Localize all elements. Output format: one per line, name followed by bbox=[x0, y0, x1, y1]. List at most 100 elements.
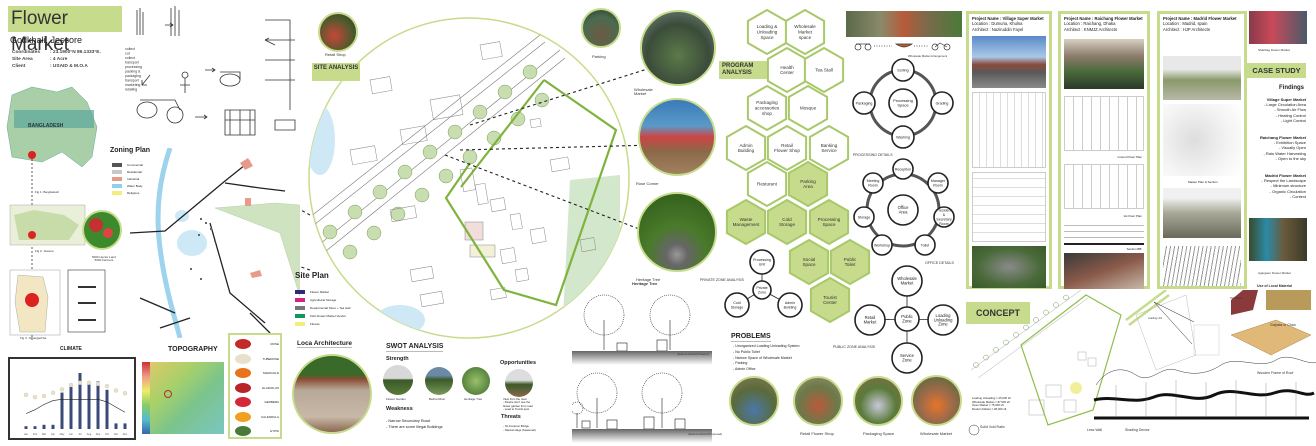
finding-item: - Large Circulation Area bbox=[1263, 102, 1306, 108]
finding-title: Raichang Flower Market bbox=[1259, 135, 1306, 140]
humidity-point bbox=[77, 380, 83, 385]
svg-text:Workshop: Workshop bbox=[874, 243, 890, 247]
rainfall-bar bbox=[69, 387, 73, 429]
building-footprint bbox=[514, 267, 530, 283]
case-photo-2 bbox=[1064, 253, 1144, 289]
building-footprint bbox=[474, 182, 489, 205]
tree-icon bbox=[462, 149, 478, 165]
hex-label: Resturant bbox=[757, 182, 778, 187]
rainfall-bar bbox=[96, 381, 100, 429]
legend-label: Fitness bbox=[310, 322, 320, 326]
strength-caption: Flower Garden bbox=[386, 397, 406, 401]
building-footprint bbox=[429, 94, 464, 120]
svg-text:Toilet: Toilet bbox=[921, 243, 929, 247]
photo-caption: Shahbag Flower Market bbox=[1258, 48, 1290, 52]
photo-local-architecture bbox=[292, 354, 372, 434]
processing-node: Grading bbox=[930, 91, 954, 115]
photo-agargaon bbox=[1249, 218, 1307, 261]
golpata-caption: Golpata or Chan bbox=[1270, 323, 1296, 327]
temperature-line bbox=[25, 398, 126, 414]
flower-item: TUBEROSE bbox=[233, 353, 279, 366]
month-tick: Oct bbox=[105, 433, 109, 436]
case-photo bbox=[1064, 39, 1144, 89]
flower-item: CALENDULA bbox=[233, 411, 279, 424]
finding-item: - Rain Water Harvesting bbox=[1263, 150, 1306, 156]
strength-caption: Heritage Tree bbox=[464, 397, 483, 401]
legend-swatch bbox=[295, 314, 305, 319]
public-zone-label: PUBLIC ZONE ANALYSIS bbox=[833, 345, 876, 349]
solid-void-caption: Solid Void Ratio bbox=[980, 425, 1005, 429]
building-footprint bbox=[529, 117, 542, 129]
legend-item: Residential bbox=[112, 169, 143, 176]
site-analysis-label: SITE ANALYSIS bbox=[312, 63, 360, 81]
problem-item: - Narrow Space of Wholesale Market bbox=[733, 355, 792, 360]
info-value: : 4 Acre bbox=[50, 57, 68, 62]
photo-caption: Wholesale Market bbox=[920, 431, 953, 436]
rainfall-bar bbox=[51, 424, 55, 429]
legend-swatch bbox=[295, 290, 305, 295]
location-maps bbox=[6, 86, 122, 340]
program-hex: Tea Stall bbox=[803, 46, 845, 94]
opp-line: flower garden from road bbox=[503, 403, 533, 408]
processing-node: Packaging bbox=[852, 91, 876, 115]
findings-title: Findings bbox=[1279, 85, 1304, 91]
building-footprint bbox=[509, 212, 523, 231]
flower-land-caption: 5000 Hector Land 6000 Farmers bbox=[92, 255, 116, 263]
tree-icon bbox=[414, 187, 430, 203]
rainfall-bar bbox=[78, 373, 82, 429]
humidity-point bbox=[86, 380, 92, 385]
finding-item: - Light Control bbox=[1280, 117, 1306, 123]
legend-item: Water Body bbox=[112, 183, 143, 190]
map-caption: Fig 1: Bangladesh bbox=[35, 190, 60, 194]
photo-opportunity bbox=[505, 369, 533, 397]
case-plan-2 bbox=[1064, 164, 1144, 209]
office-node: Toilet bbox=[914, 234, 936, 256]
climate-title: CLIMATE bbox=[60, 346, 82, 352]
tree-icon bbox=[447, 124, 463, 140]
case-photo bbox=[1163, 56, 1241, 100]
month-tick: Jan bbox=[24, 433, 29, 436]
site-plan-drawing bbox=[300, 17, 645, 339]
case-name: Project Name : Raichang Flower Market bbox=[1064, 16, 1143, 21]
location-subtitle: Godkhali, Jessore bbox=[10, 35, 83, 45]
area-item: Wholesale Market = 87,500 sft bbox=[972, 399, 1010, 404]
building-footprint bbox=[479, 41, 503, 61]
case-location: Location : Raichang, Dhaka bbox=[1064, 21, 1116, 27]
tree-icon bbox=[1053, 302, 1059, 308]
tree-icon bbox=[973, 362, 979, 368]
humidity-point bbox=[41, 393, 47, 399]
site-info: Coordinates: 23.1900°N 89.1333°E. Site A… bbox=[12, 49, 101, 70]
legend-item: Fitness bbox=[295, 320, 350, 328]
legend-label: Religious bbox=[127, 191, 140, 195]
problem-item: - No Public Toilet bbox=[733, 349, 760, 354]
page-title: Flower Market bbox=[11, 8, 70, 55]
building-footprint bbox=[349, 145, 378, 166]
humidity-point bbox=[32, 394, 38, 400]
info-label: Client bbox=[12, 64, 26, 69]
photo-retail-shop bbox=[318, 12, 358, 52]
swot-title: SWOT ANALYSIS bbox=[386, 343, 444, 352]
legend-label: Flower Market bbox=[310, 290, 330, 294]
